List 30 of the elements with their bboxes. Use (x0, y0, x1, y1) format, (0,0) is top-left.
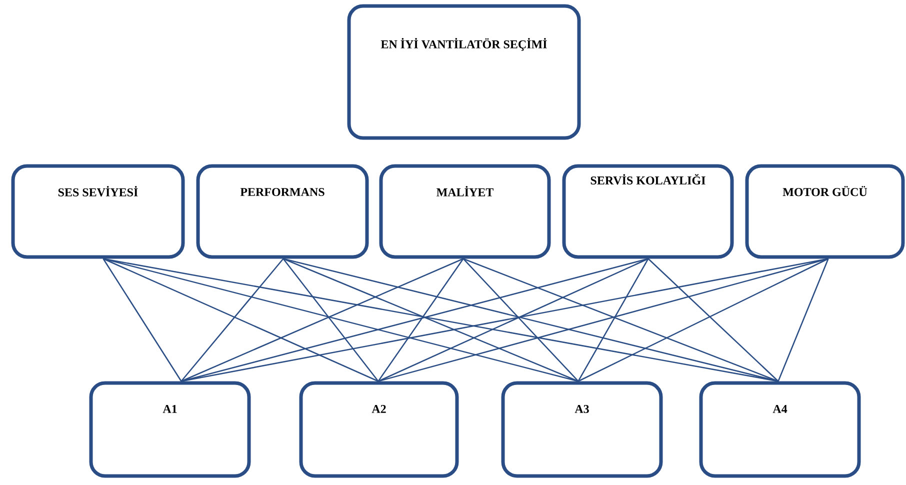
connector-line (378, 258, 649, 382)
connector-line (378, 258, 828, 382)
connector-line (283, 258, 578, 382)
connector-line (578, 258, 829, 382)
connector-line (103, 258, 778, 382)
criterion-box: SERVİS KOLAYLIĞI (562, 164, 734, 259)
criterion-box: PERFORMANS (196, 164, 369, 259)
connector-line (181, 258, 464, 382)
alternative-box: A3 (501, 381, 663, 478)
criterion-box: MOTOR GÜCÜ (745, 164, 905, 259)
criterion-box: SES SEVİYESİ (11, 164, 185, 259)
alternative-box: A4 (699, 381, 861, 478)
connector-line (181, 258, 648, 382)
connector-line (778, 258, 829, 382)
connector-line (462, 258, 579, 382)
connector-line (181, 258, 828, 382)
connector-line (103, 258, 379, 382)
connector-line (648, 258, 779, 382)
connector-line (578, 258, 649, 382)
alternative-box: A2 (299, 381, 459, 478)
connector-line (103, 258, 578, 382)
connector-line (282, 258, 379, 382)
criterion-box: MALİYET (379, 164, 551, 259)
connector-line (283, 258, 778, 382)
connector-line (463, 258, 778, 382)
goal-box: EN İYİ VANTİLATÖR SEÇİMİ (347, 4, 581, 140)
connector-line (102, 258, 182, 382)
alternative-box: A1 (89, 381, 251, 478)
connector-line (378, 258, 464, 382)
connector-line (180, 258, 284, 382)
